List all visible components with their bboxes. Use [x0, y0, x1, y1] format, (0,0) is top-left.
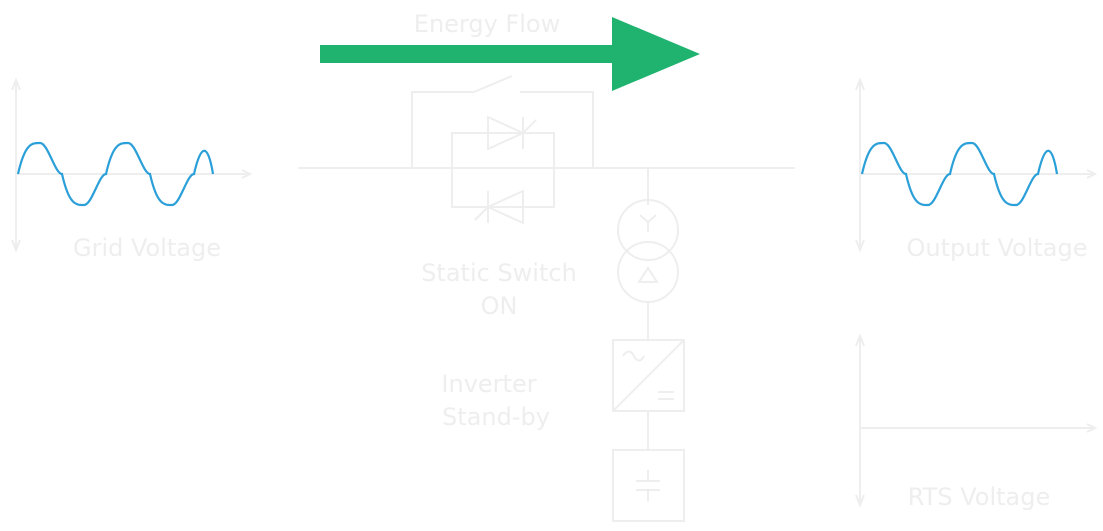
- main-bus: [298, 75, 795, 169]
- output-voltage-plot: [855, 77, 1098, 253]
- ac-dc-converter-icon: [612, 339, 685, 412]
- capacitor-icon: [612, 449, 685, 522]
- grid-voltage-label: Grid Voltage: [73, 234, 221, 262]
- energy-flow-label: Energy Flow: [414, 10, 560, 38]
- transformer-icon: [617, 199, 679, 303]
- static-switch-status: ON: [481, 292, 518, 320]
- grid-voltage-waveform: [16, 141, 215, 207]
- output-voltage-waveform: [860, 141, 1059, 207]
- grid-voltage-plot: [11, 77, 253, 253]
- output-voltage-label: Output Voltage: [906, 234, 1087, 262]
- inverter-branch: [612, 168, 685, 522]
- static-switch-label-line1: Static Switch: [421, 259, 577, 287]
- thyristor-pair-icon: [451, 115, 555, 225]
- energy-flow-arrow-icon: [320, 17, 700, 91]
- inverter-status: Stand-by: [442, 403, 550, 431]
- inverter-label-line1: Inverter: [441, 370, 536, 398]
- rts-voltage-plot: [855, 333, 1098, 508]
- rts-voltage-label: RTS Voltage: [908, 483, 1050, 511]
